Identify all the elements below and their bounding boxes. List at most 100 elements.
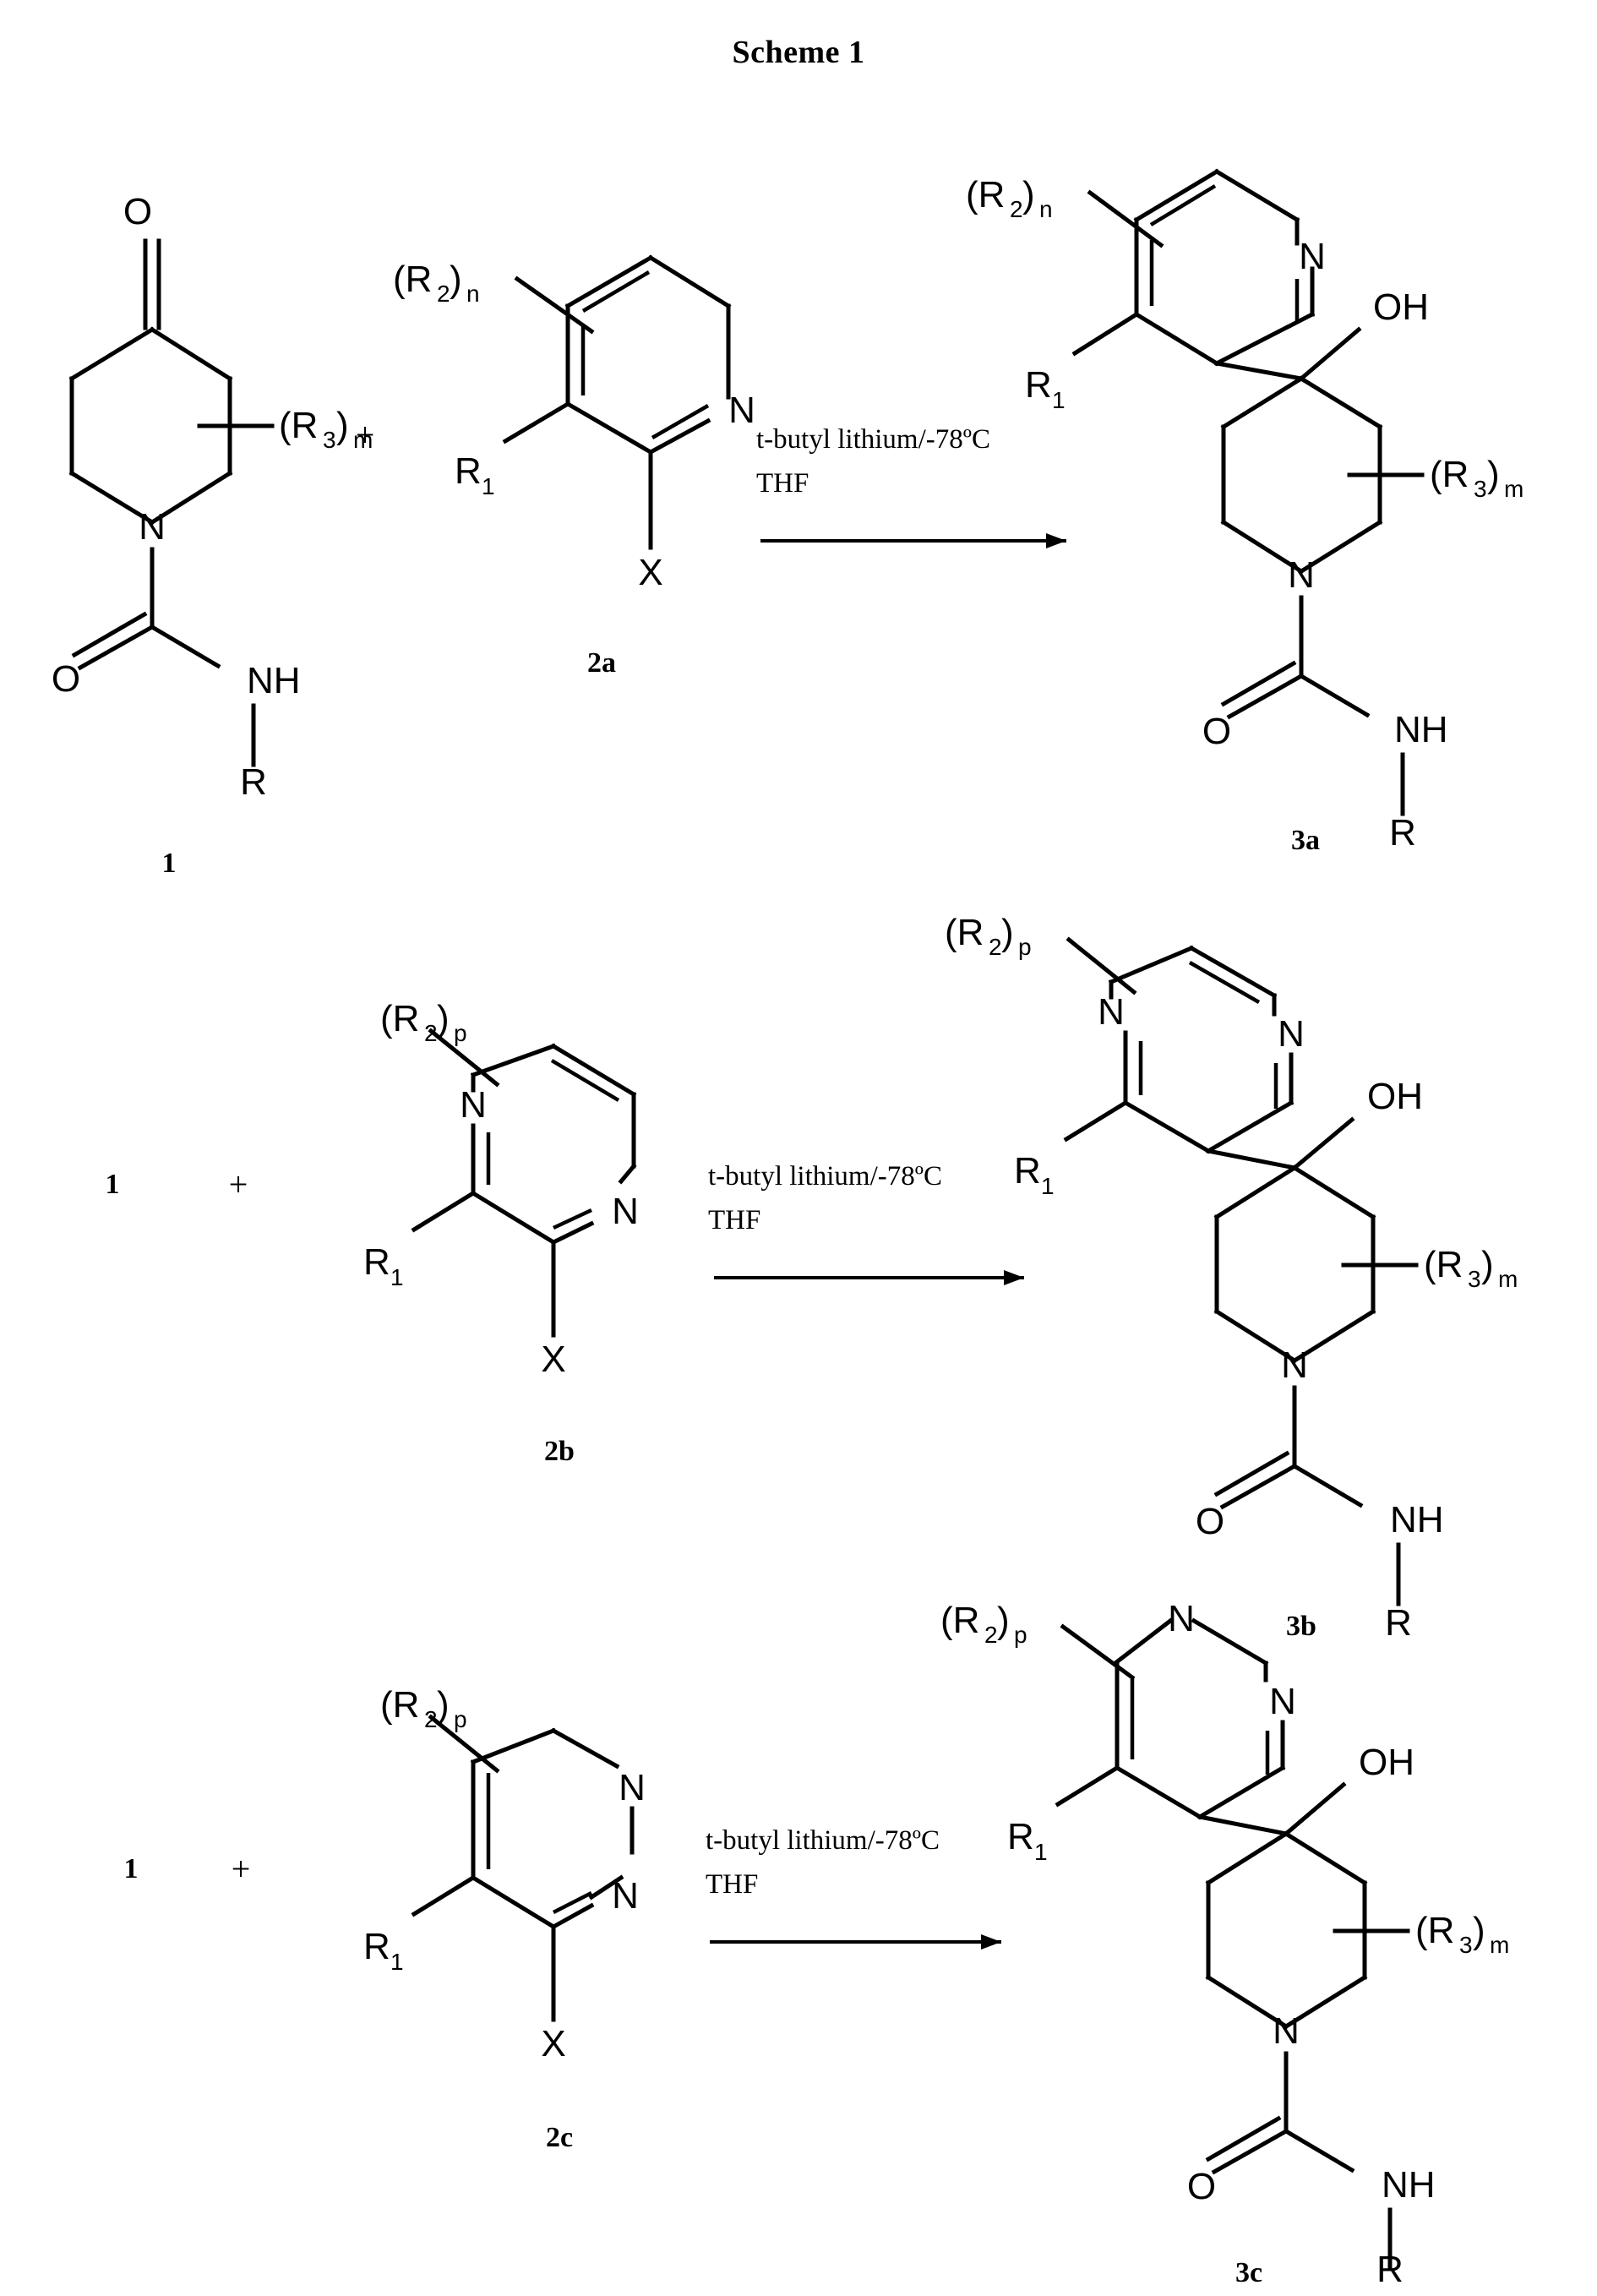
condition-reagent-a: t-butyl lithium/-78ºC bbox=[756, 424, 990, 455]
svg-text:2: 2 bbox=[989, 934, 1002, 960]
atom-label-pyridine-nitrogen: N bbox=[728, 390, 755, 431]
svg-text:n: n bbox=[1039, 196, 1053, 222]
svg-text:R: R bbox=[363, 1926, 390, 1967]
label-r1-compound-2a: R 1 bbox=[455, 450, 495, 499]
svg-text:R: R bbox=[363, 1241, 390, 1283]
svg-text:2: 2 bbox=[424, 1020, 438, 1046]
atom-label-pyrimidine-n3: N bbox=[612, 1875, 639, 1917]
svg-text:(R: (R bbox=[945, 912, 984, 953]
compound-label-2a: 2a bbox=[587, 647, 616, 679]
svg-text:(R: (R bbox=[279, 405, 318, 446]
svg-text:(R: (R bbox=[380, 1684, 419, 1726]
atom-label-hydroxyl: OH bbox=[1373, 286, 1429, 328]
svg-text:): ) bbox=[450, 259, 462, 300]
atom-label-product-pyrimidine-n1: N bbox=[1168, 1598, 1195, 1639]
svg-text:2: 2 bbox=[437, 281, 450, 307]
condition-solvent-b: THF bbox=[708, 1205, 760, 1235]
svg-text:R: R bbox=[1025, 364, 1052, 406]
plus-sign-row-c: + bbox=[232, 1850, 251, 1888]
atom-label-hydroxyl-3b: OH bbox=[1367, 1076, 1423, 1117]
svg-text:3: 3 bbox=[1468, 1266, 1481, 1292]
atom-label-product-urea-o-3c: O bbox=[1187, 2166, 1216, 2207]
compound-label-3a: 3a bbox=[1291, 825, 1320, 856]
svg-text:3: 3 bbox=[1474, 476, 1487, 502]
atom-label-ring-nitrogen: N bbox=[139, 506, 166, 548]
svg-text:1: 1 bbox=[1041, 1173, 1055, 1199]
label-r3-m-compound-3c: (R 3 ) m bbox=[1415, 1910, 1509, 1958]
atom-label-product-nh-3b: NH bbox=[1390, 1499, 1444, 1541]
reaction-conditions-row-b: t-butyl lithium/-78ºC THF bbox=[708, 1161, 1024, 1285]
structure-compound-1: O N O NH R bbox=[52, 191, 373, 879]
svg-text:m: m bbox=[353, 427, 373, 453]
atom-label-pyrazine-n1: N bbox=[460, 1084, 487, 1126]
svg-text:m: m bbox=[1504, 476, 1523, 502]
arrow-head-b bbox=[1004, 1270, 1024, 1285]
svg-text:1: 1 bbox=[482, 473, 495, 499]
label-r3-m-compound-3a: (R 3 ) m bbox=[1430, 454, 1523, 502]
label-r2-p-compound-2c: (R 2 ) p bbox=[380, 1684, 467, 1732]
atom-label-urea-nh: NH bbox=[247, 660, 301, 701]
svg-text:(R: (R bbox=[380, 998, 419, 1039]
svg-text:R: R bbox=[1007, 1816, 1034, 1857]
atom-label-oxygen: O bbox=[123, 191, 152, 232]
svg-text:m: m bbox=[1498, 1266, 1518, 1292]
svg-text:): ) bbox=[1481, 1244, 1494, 1285]
svg-text:(R: (R bbox=[1415, 1910, 1454, 1951]
atom-label-urea-oxygen: O bbox=[52, 658, 80, 700]
svg-text:1: 1 bbox=[1034, 1839, 1048, 1865]
reaction-conditions-row-c: t-butyl lithium/-78ºC THF bbox=[706, 1825, 1001, 1950]
svg-text:2: 2 bbox=[1010, 196, 1023, 222]
svg-text:2: 2 bbox=[424, 1706, 438, 1732]
label-r2-p-compound-2b: (R 2 ) p bbox=[380, 998, 467, 1046]
label-r2-n-compound-2a: (R 2 ) n bbox=[393, 259, 480, 307]
svg-text:n: n bbox=[466, 281, 480, 307]
svg-text:1: 1 bbox=[390, 1949, 404, 1975]
reaction-conditions-row-a: t-butyl lithium/-78ºC THF bbox=[756, 424, 1066, 548]
svg-text:(R: (R bbox=[393, 259, 432, 300]
compound-label-2c: 2c bbox=[546, 2122, 573, 2153]
svg-text:2: 2 bbox=[984, 1622, 998, 1648]
svg-text:(R: (R bbox=[1430, 454, 1469, 495]
svg-text:): ) bbox=[1001, 912, 1014, 953]
condition-reagent-c: t-butyl lithium/-78ºC bbox=[706, 1825, 940, 1856]
compound-label-2b: 2b bbox=[544, 1436, 575, 1467]
svg-text:p: p bbox=[454, 1020, 467, 1046]
atom-label-product-pyridine-n: N bbox=[1299, 236, 1326, 277]
plus-sign-row-a: + bbox=[356, 416, 375, 454]
structure-compound-3c: N N (R 2 ) p R 1 OH bbox=[940, 1598, 1509, 2290]
structure-compound-3a: N (R 2 ) n R 1 OH bbox=[966, 168, 1523, 856]
svg-text:1: 1 bbox=[390, 1264, 404, 1290]
atom-label-product-r: R bbox=[1389, 812, 1416, 854]
label-r3-m-compound-1: (R 3 ) m bbox=[279, 405, 373, 453]
atom-label-halide-x-2c: X bbox=[541, 2023, 565, 2064]
atom-label-halide-x: X bbox=[638, 552, 662, 593]
svg-text:(R: (R bbox=[940, 1600, 979, 1641]
svg-text:): ) bbox=[336, 405, 349, 446]
label-r2-p-compound-3c: (R 2 ) p bbox=[940, 1600, 1027, 1648]
structure-compound-3b: N N (R 2 ) p R 1 OH bbox=[945, 912, 1518, 1644]
structure-compound-2a: N (R 2 ) n R 1 X 2a bbox=[393, 254, 755, 679]
atom-label-product-pyrazine-n1: N bbox=[1098, 991, 1125, 1033]
atom-label-product-nh-3c: NH bbox=[1382, 2164, 1436, 2206]
atom-label-product-urea-o-3b: O bbox=[1196, 1501, 1224, 1542]
svg-text:p: p bbox=[1014, 1622, 1027, 1648]
arrow-head-c bbox=[981, 1934, 1001, 1950]
label-r1-compound-3b: R 1 bbox=[1014, 1150, 1055, 1199]
label-r1-compound-3c: R 1 bbox=[1007, 1816, 1048, 1865]
atom-label-product-r-3c: R bbox=[1376, 2249, 1404, 2290]
condition-reagent-b: t-butyl lithium/-78ºC bbox=[708, 1161, 942, 1192]
atom-label-r-group: R bbox=[240, 761, 267, 803]
svg-text:(R: (R bbox=[966, 174, 1005, 215]
svg-text:3: 3 bbox=[323, 427, 336, 453]
label-r1-compound-2b: R 1 bbox=[363, 1241, 404, 1290]
atom-label-product-ring-n-3b: N bbox=[1281, 1344, 1308, 1386]
svg-text:): ) bbox=[997, 1600, 1010, 1641]
svg-text:): ) bbox=[1473, 1910, 1485, 1951]
reactant-label-1-row-c: 1 bbox=[124, 1853, 139, 1884]
atom-label-pyrazine-n4: N bbox=[612, 1191, 639, 1232]
plus-sign-row-b: + bbox=[229, 1165, 248, 1203]
atom-label-halide-x-2b: X bbox=[541, 1339, 565, 1380]
